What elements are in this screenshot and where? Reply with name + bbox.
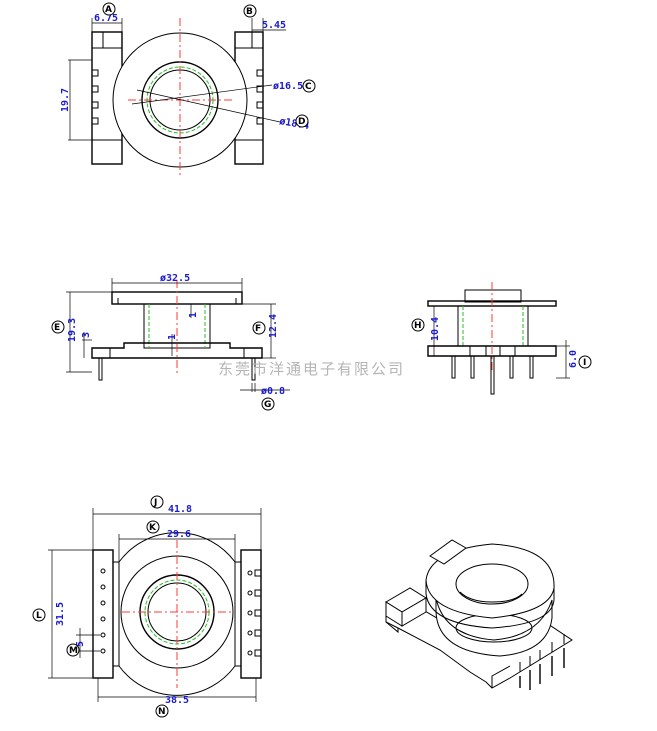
dim-i-value: 6.0: [568, 350, 579, 368]
side-view: 10.4 6.0 H I: [411, 282, 592, 395]
dim-m-value: 5: [75, 641, 86, 647]
dim-f-value: 12.4: [268, 314, 279, 338]
dim-k-value: 29.6: [167, 529, 191, 540]
company-watermark: 东莞市洋通电子有限公司: [218, 360, 405, 378]
dim-e-sub3-value: 1: [188, 312, 199, 318]
label-m: M: [69, 646, 78, 656]
label-f: F: [255, 324, 261, 334]
isometric-view: [385, 539, 573, 690]
dim-e-sub2-value: 1: [167, 334, 178, 340]
dim-a-value: 6.75: [94, 13, 118, 24]
label-g: G: [264, 400, 271, 410]
dim-l-value: 31.5: [55, 602, 66, 626]
label-n: N: [158, 707, 166, 717]
top-view: 6.75 5.45 19.7 ø16.5 ø18.4 A B C D: [60, 2, 316, 178]
dim-e-sub-value: 3: [81, 332, 92, 338]
dim-f-top-value: ø32.5: [160, 273, 190, 284]
label-e: E: [54, 323, 60, 333]
label-h: H: [414, 321, 422, 331]
label-a: A: [105, 5, 112, 15]
dim-e-value: 19.3: [67, 318, 78, 342]
label-k: K: [149, 523, 157, 533]
dim-b-value: 5.45: [262, 20, 286, 31]
label-i: I: [583, 358, 586, 368]
dim-n-value: 38.5: [165, 695, 189, 706]
front-view: ø32.5 19.3 3 1 1 12.4 ø0.8 E F G: [51, 273, 290, 411]
label-l: L: [36, 611, 42, 621]
dim-c-value: ø16.5: [273, 81, 303, 92]
label-b: B: [246, 7, 253, 17]
dim-j-value: 41.8: [168, 504, 192, 515]
label-j: J: [153, 498, 157, 508]
dim-h-value: 10.4: [430, 317, 441, 341]
label-d: D: [298, 117, 305, 127]
bottom-view: 41.8 29.6 31.5 5 38.5 J K L M N: [32, 495, 262, 718]
dim-19-7-value: 19.7: [60, 88, 71, 112]
label-c: C: [305, 82, 312, 92]
dim-g-value: ø0.8: [261, 386, 285, 397]
